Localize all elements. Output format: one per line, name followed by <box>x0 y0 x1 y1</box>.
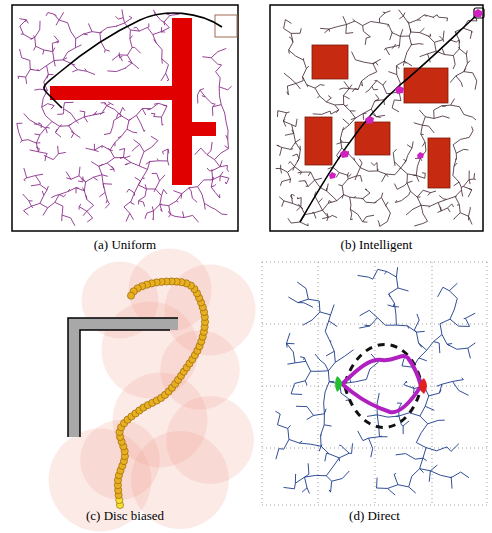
solution-path <box>342 356 421 412</box>
goal-region <box>215 15 237 37</box>
panel-frame <box>270 5 483 231</box>
panel-frame <box>12 5 238 231</box>
caption-holder: (d) Direct <box>262 506 487 524</box>
solution-path <box>300 14 478 222</box>
caption-label: (a) Uniform <box>94 237 156 253</box>
solution-path <box>44 13 222 108</box>
rrt-chain <box>114 278 208 509</box>
rrt-tree <box>276 10 477 227</box>
caption-holder: (b) Intelligent <box>270 235 483 253</box>
goal-region <box>474 8 484 18</box>
caption-holder: (a) Uniform <box>12 235 238 253</box>
bias-disc <box>49 248 256 531</box>
rrt-tree <box>17 9 232 225</box>
start-marker <box>335 376 342 392</box>
grid-line <box>262 262 487 505</box>
bias-disc <box>102 302 199 399</box>
goal-marker <box>419 378 427 394</box>
tree-edges <box>17 9 232 225</box>
caption-label: (b) Intelligent <box>341 237 413 253</box>
tree-edges <box>276 10 477 227</box>
obstacle <box>68 318 178 437</box>
obstacle <box>305 45 450 188</box>
obstacle <box>50 18 216 185</box>
rrt-tree <box>275 267 475 495</box>
chain-bead <box>127 292 134 299</box>
caption-holder: (c) Disc biased <box>12 506 238 524</box>
tree-edges <box>275 267 475 495</box>
caption-label: (d) Direct <box>349 508 400 524</box>
caption-label: (c) Disc biased <box>86 508 164 524</box>
waypoint-marker <box>329 9 483 179</box>
